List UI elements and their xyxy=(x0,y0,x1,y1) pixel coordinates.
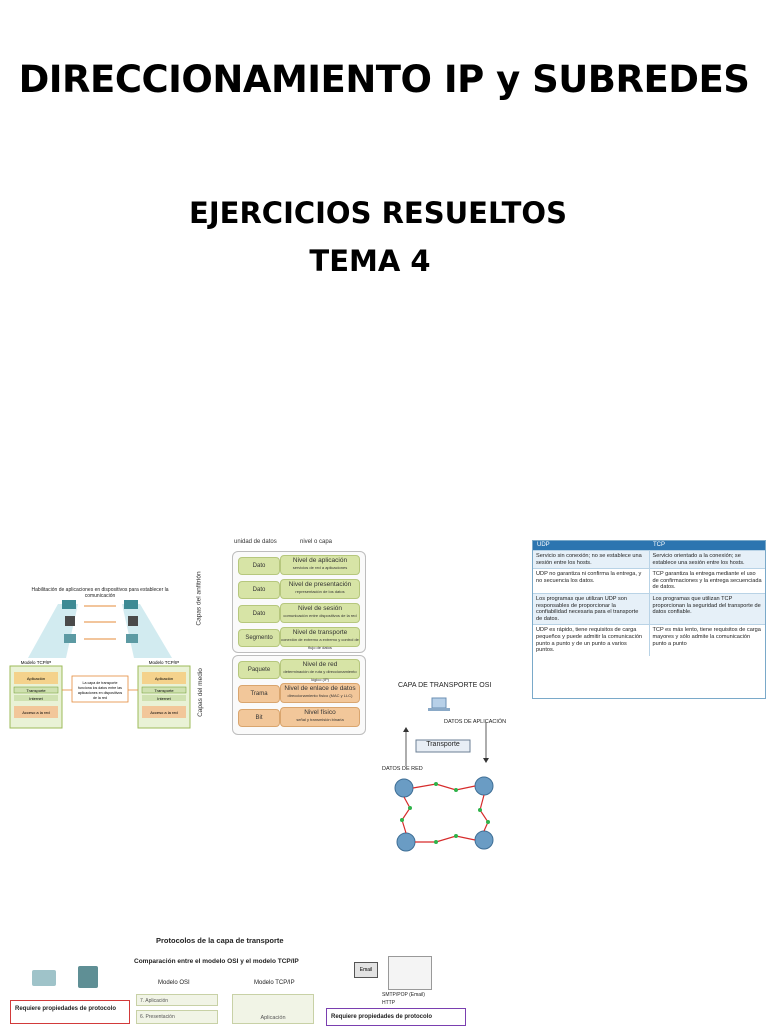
osi-layer-7: 7. Aplicación xyxy=(136,994,218,1006)
bottom-subtitle: Comparación entre el modelo OSI y el mod… xyxy=(134,958,299,965)
device-left-3 xyxy=(64,634,76,643)
osi-layer-6: 6. Presentación xyxy=(136,1010,218,1024)
osi-pdu-row: Paquete xyxy=(238,661,280,679)
osi-pdu-row: Segmento xyxy=(238,629,280,647)
device-left-1 xyxy=(62,600,76,609)
table-row: UDP es rápido, tiene requisitos de carga… xyxy=(533,624,765,656)
router-icon xyxy=(394,778,414,798)
svg-text:Aplicación: Aplicación xyxy=(155,676,173,681)
table-cell: Servicio orientado a la conexión; se est… xyxy=(652,553,745,566)
table-header-tcp: TCP xyxy=(653,542,665,548)
transport-box xyxy=(415,739,471,753)
figure-caption-line2: comunicación xyxy=(85,593,116,599)
osi-col-layer: nivel o capa xyxy=(300,539,333,545)
phone-icon xyxy=(32,970,56,986)
layer-app-left xyxy=(14,672,58,684)
svg-text:Internet: Internet xyxy=(157,696,171,701)
svg-text:Transporte: Transporte xyxy=(154,688,174,693)
tcpip-app-layer: Aplicación xyxy=(232,994,314,1024)
svg-text:de la red: de la red xyxy=(93,696,107,700)
router-icon xyxy=(474,776,494,796)
figure-transport-layer: CAPA DE TRANSPORTE OSI DATOS DE APLICACI… xyxy=(376,682,512,852)
server-icon xyxy=(78,966,98,988)
net-data-label: DATOS DE RED xyxy=(382,766,423,772)
device-right-1 xyxy=(124,600,138,609)
req-protocol-left: Requiere propiedades de protocolo xyxy=(10,1000,130,1024)
device-right-2 xyxy=(128,616,138,626)
table-row: Los programas que utilizan UDP son respo… xyxy=(533,592,765,625)
protocol-smtp: SMTP/POP (Email) xyxy=(382,992,425,998)
osi-pdu-row: Dato xyxy=(238,581,280,599)
svg-text:funciona los datos entre las: funciona los datos entre las xyxy=(78,686,122,690)
figure-caption-line1: Habilitación de aplicaciones en disposit… xyxy=(31,587,168,593)
slide-subtitle-1: EJERCICIOS RESUELTOS xyxy=(189,196,567,230)
email-icon: Email xyxy=(354,962,378,978)
table-cell: TCP garantiza la entrega mediante el uso… xyxy=(652,571,762,591)
svg-text:Acceso a la red: Acceso a la red xyxy=(22,710,50,715)
device-right-3 xyxy=(126,634,138,643)
figure-transport-protocols: Protocolos de la capa de transporte Comp… xyxy=(0,930,490,1026)
osi-pdu-row: Dato xyxy=(238,557,280,575)
svg-text:Acceso a la red: Acceso a la red xyxy=(150,710,178,715)
osi-host-label: Capas del anfitrión xyxy=(195,571,203,626)
table-cell: Los programas que utilizan UDP son respo… xyxy=(533,593,650,625)
osi-pdu-row: Dato xyxy=(238,605,280,623)
table-header-udp: UDP xyxy=(537,542,550,548)
table-row: Servicio sin conexión; no se establece u… xyxy=(533,550,765,569)
figure-app-communication: Habilitación de aplicaciones en disposit… xyxy=(8,582,192,752)
slide-title: DIRECCIONAMIENTO IP y SUBREDES xyxy=(18,58,750,101)
bottom-title: Protocolos de la capa de transporte xyxy=(156,936,284,945)
table-cell: UDP es rápido, tiene requisitos de carga… xyxy=(533,625,650,656)
router-icon xyxy=(396,832,416,852)
transport-box-label: Transporte xyxy=(426,741,460,748)
transport-title: CAPA DE TRANSPORTE OSI xyxy=(398,682,492,689)
osi-model-label: Modelo OSI xyxy=(158,980,190,986)
app-data-label: DATOS DE APLICACIÓN xyxy=(444,719,507,725)
layer-app-left-text: Aplicación xyxy=(27,676,45,681)
osi-col-pdu: unidad de datos xyxy=(234,539,277,545)
model-left-label: Modelo TCP/IP xyxy=(21,660,51,665)
router-icon xyxy=(474,830,494,850)
osi-pdu-row: Bit xyxy=(238,709,280,727)
right-beam xyxy=(122,604,172,658)
table-header: UDP TCP xyxy=(533,541,765,550)
slide-subtitle-2: TEMA 4 xyxy=(309,244,431,278)
laptop-icon xyxy=(431,697,447,709)
table-cell: UDP no garantiza ni confirma la entrega,… xyxy=(533,569,650,593)
table-row: UDP no garantiza ni confirma la entrega,… xyxy=(533,568,765,593)
figure-udp-tcp-table: UDP TCP Servicio sin conexión; no se est… xyxy=(532,540,766,699)
model-right-label: Modelo TCP/IP xyxy=(149,660,179,665)
protocol-http: HTTP xyxy=(382,1000,396,1006)
app-communication-diagram: Habilitación de aplicaciones en disposit… xyxy=(9,587,191,729)
tcpip-model-label: Modelo TCP/IP xyxy=(254,980,295,986)
device-left-2 xyxy=(65,616,75,626)
table-cell: TCP es más lento, tiene requisitos de ca… xyxy=(652,627,761,647)
figure-osi-layers: unidad de datos nivel o capa Capas del a… xyxy=(196,535,368,740)
transport-diagram xyxy=(394,697,494,852)
callout-box xyxy=(71,675,129,703)
req-protocol-right: Requiere propiedades de protocolo xyxy=(326,1008,466,1026)
osi-pdu-row: Trama xyxy=(238,685,280,703)
svg-text:aplicaciones en dispositivos: aplicaciones en dispositivos xyxy=(78,691,123,695)
svg-text:La capa de transporte: La capa de transporte xyxy=(83,681,118,685)
table-cell: Servicio sin conexión; no se establece u… xyxy=(533,551,650,569)
left-beam xyxy=(28,604,78,658)
osi-media-label: Capas del medio xyxy=(196,668,204,717)
table-cell: Los programas que utilizan TCP proporcio… xyxy=(652,595,761,616)
browser-window-icon xyxy=(388,956,432,990)
svg-text:Transporte: Transporte xyxy=(26,688,46,693)
svg-text:Internet: Internet xyxy=(29,696,43,701)
